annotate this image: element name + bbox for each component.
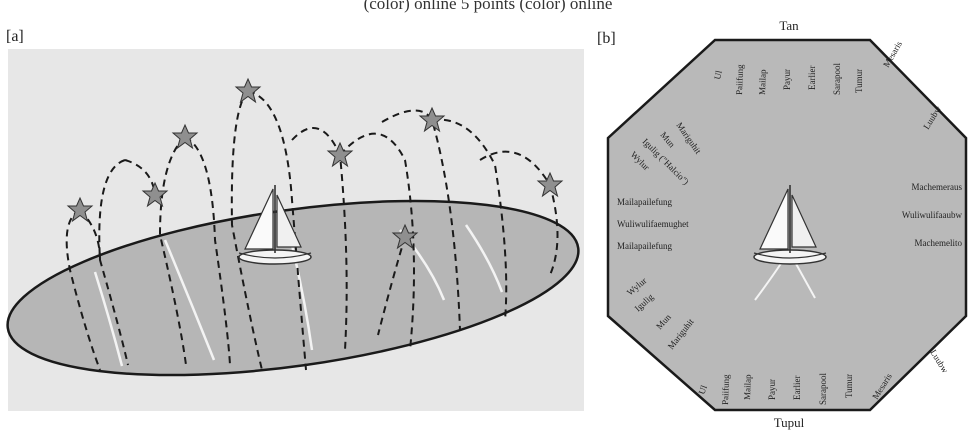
compass-bottom-label: Tupul [774,415,805,430]
star-name: Mailap [757,69,768,95]
star-name: Mailapailefung [617,241,672,251]
star-name: Tumur [844,374,854,398]
left-star-names: Mailapailefung Wuliwulifaemughet Mailapa… [617,197,689,251]
compass-top-label: Tan [779,18,799,33]
star-name: Ul [712,69,724,80]
panel-a-label: [a] [6,28,24,45]
star-icon [326,141,354,168]
boat-wake [754,261,816,301]
star-name: Mailap [742,374,753,400]
star-icon [141,181,169,208]
star-name: Tumur [854,69,864,93]
top-star-names: Ul Paiifung Mailap Payur Earlier Sarapoo… [712,39,904,95]
star-name: Sarapool [818,373,828,405]
star-icon [536,171,564,198]
star-name: Luubw [928,348,950,375]
star-name: Mailapailefung [617,197,672,207]
figure-caption: (color) online 5 points (color) online [363,0,613,13]
panel-b: Tan Tupul Ul Paiifung Mailap Payur Earli… [606,18,968,430]
star-name: Earlier [792,376,802,400]
star-name: Payur [782,69,792,90]
star-icon [234,77,262,104]
star-name: Paiifung [720,374,731,405]
star-name: Machemeraus [912,182,963,192]
star-icon [171,123,199,150]
star-name: Payur [767,379,777,400]
star-name: Sarapool [832,63,842,95]
star-icon [418,106,446,133]
right-star-names: Machemeraus Wuliwulifaaubw Machemelito [902,182,963,248]
panel-a [6,49,584,411]
star-name: Wuliwulifaaubw [902,210,963,220]
star-name: Wuliwulifaemughet [617,219,689,229]
star-name: Paiifung [734,64,745,95]
star-icon [391,223,419,250]
star-name: Machemelito [915,238,963,248]
star-paths [65,90,559,371]
star-name: Ul [696,383,709,395]
panel-b-label: [b] [597,30,616,47]
star-icon [66,196,94,223]
star-name: Earlier [807,66,817,90]
